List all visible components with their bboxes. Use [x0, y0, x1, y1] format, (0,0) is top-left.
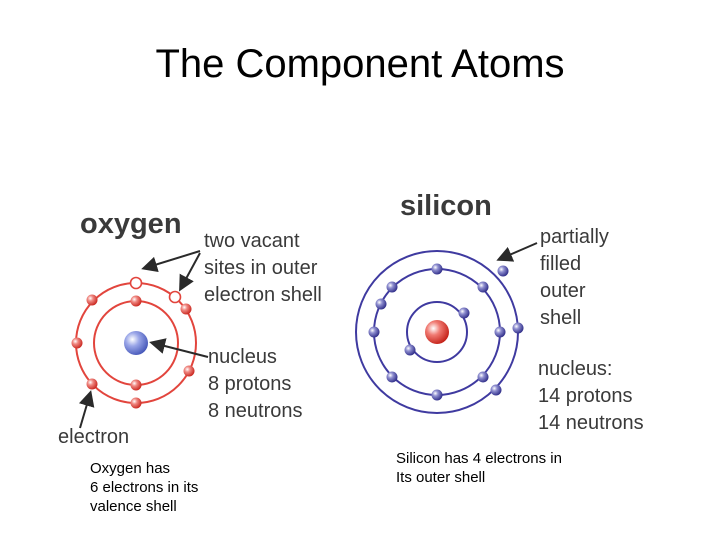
silicon-electron	[495, 327, 506, 338]
oxygen-nucleus-label-line: 8 neutrons	[208, 400, 303, 422]
outer-shell-label-line: filled	[540, 253, 581, 275]
outer-shell-label-line: outer	[540, 280, 586, 302]
oxygen-atom-title: oxygen	[80, 208, 182, 240]
oxygen-vacant-site	[170, 292, 181, 303]
oxygen-electron	[131, 296, 142, 307]
silicon-electron	[513, 323, 524, 334]
oxygen-caption: Oxygen has 6 electrons in its valence sh…	[90, 459, 198, 516]
oxygen-electron	[131, 380, 142, 391]
oxygen-nucleus-label-line: nucleus	[208, 346, 277, 368]
oxygen-nucleus-label-line: 8 protons	[208, 373, 291, 395]
silicon-electron	[369, 327, 380, 338]
silicon-nucleus	[425, 320, 449, 344]
outer-shell-arrow	[500, 243, 537, 259]
silicon-electron	[459, 308, 470, 319]
oxygen-vacant-site	[131, 278, 142, 289]
vacant-sites-label-line: two vacant	[204, 230, 300, 252]
vacant-site-arrow	[145, 251, 200, 268]
vacant-sites-label: two vacant sites in outer electron shell	[204, 230, 323, 306]
outer-shell-label: partially filled outer shell	[540, 226, 614, 329]
vacant-sites-label-line: sites in outer	[204, 257, 318, 279]
electron-label: electron	[58, 426, 129, 448]
oxygen-atom: oxygen two vacant sites in outer electro…	[58, 208, 323, 448]
oxygen-nucleus-label: nucleus 8 protons 8 neutrons	[208, 346, 303, 422]
silicon-electron	[376, 299, 387, 310]
oxygen-electron	[181, 304, 192, 315]
silicon-electron	[387, 372, 398, 383]
oxygen-electron	[87, 295, 98, 306]
outer-shell-label-line: shell	[540, 307, 581, 329]
silicon-atom: silicon partially filled outer shell	[356, 190, 644, 434]
oxygen-electron	[184, 366, 195, 377]
silicon-nucleus-label-line: 14 neutrons	[538, 412, 644, 434]
silicon-electron	[491, 385, 502, 396]
silicon-electron	[498, 266, 509, 277]
silicon-electron	[405, 345, 416, 356]
silicon-caption: Silicon has 4 electrons in Its outer she…	[396, 449, 562, 487]
vacant-sites-label-line: electron shell	[204, 284, 322, 306]
silicon-electron	[432, 390, 443, 401]
electron-arrow	[80, 394, 90, 428]
outer-shell-label-line: partially	[540, 226, 609, 248]
oxygen-electron	[72, 338, 83, 349]
vacant-site-arrow	[181, 253, 200, 288]
silicon-atom-title: silicon	[400, 190, 492, 222]
silicon-nucleus-label-line: 14 protons	[538, 385, 633, 407]
oxygen-electron	[131, 398, 142, 409]
oxygen-nucleus	[124, 331, 148, 355]
silicon-electron	[432, 264, 443, 275]
silicon-electron	[387, 282, 398, 293]
oxygen-electron	[87, 379, 98, 390]
silicon-nucleus-label-line: nucleus:	[538, 358, 613, 380]
silicon-electron	[478, 372, 489, 383]
silicon-electron	[478, 282, 489, 293]
nucleus-arrow	[153, 343, 208, 357]
silicon-nucleus-label: nucleus: 14 protons 14 neutrons	[538, 358, 644, 434]
